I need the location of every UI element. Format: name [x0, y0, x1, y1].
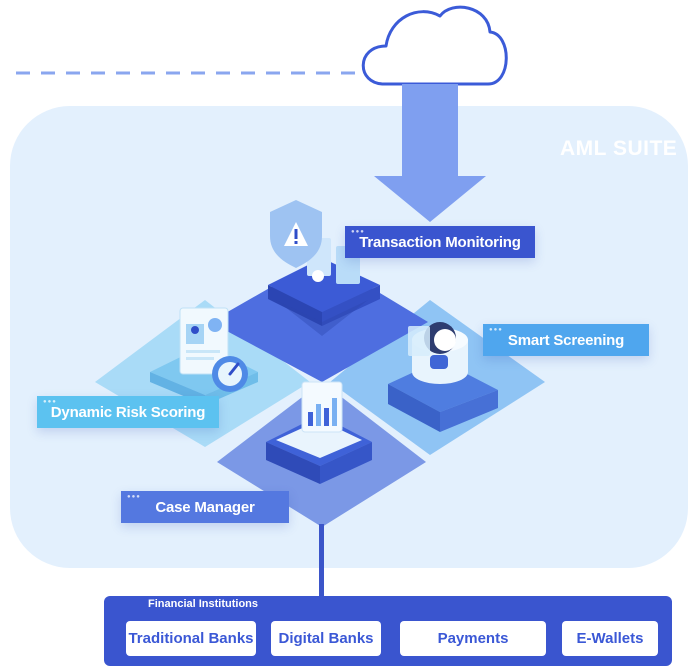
case-manager-label[interactable]: ●●● Case Manager [121, 491, 289, 523]
aml-suite-title: AML SUITE [560, 137, 678, 160]
smart-screening-label[interactable]: ●●● Smart Screening [483, 324, 649, 356]
case-manager-text: Case Manager [155, 498, 255, 516]
dynamic-risk-scoring-label[interactable]: ●●● Dynamic Risk Scoring [37, 396, 219, 428]
label-dots-icon: ●●● [489, 327, 503, 333]
label-dots-icon: ●●● [351, 229, 365, 235]
label-dots-icon: ●●● [127, 494, 141, 500]
fi-item-e-wallets[interactable]: E-Wallets [562, 621, 658, 656]
fi-connector-line [319, 524, 324, 598]
fi-item-payments[interactable]: Payments [400, 621, 546, 656]
shield-warning-icon [270, 200, 322, 268]
case-manager-device [266, 415, 372, 484]
label-dots-icon: ●●● [43, 399, 57, 405]
dynamic-risk-scoring-text: Dynamic Risk Scoring [50, 403, 206, 421]
transaction-monitoring-label[interactable]: ●●● Transaction Monitoring [345, 226, 535, 258]
transaction-monitoring-text: Transaction Monitoring [359, 233, 521, 251]
cloud-icon [361, 5, 508, 86]
financial-institutions-title: Financial Institutions [148, 598, 259, 610]
cloud-data-arrow [374, 84, 486, 222]
fi-item-traditional-banks[interactable]: Traditional Banks [126, 621, 256, 656]
gauge-icon [212, 356, 248, 392]
person-avatar-icon [408, 322, 456, 356]
fi-item-digital-banks[interactable]: Digital Banks [271, 621, 381, 656]
analytics-chart-icon [301, 381, 343, 433]
smart-screening-text: Smart Screening [507, 331, 625, 349]
